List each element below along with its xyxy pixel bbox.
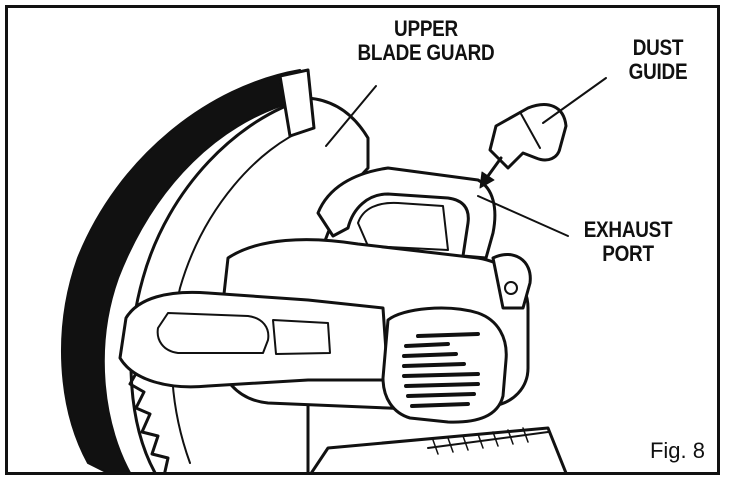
handle-grip-opening — [156, 312, 270, 354]
pivot-bolt — [504, 281, 518, 295]
blade-guard-rim — [61, 69, 309, 472]
install-arrow — [486, 156, 503, 178]
motor-vents — [402, 332, 480, 408]
figure-frame: UPPER BLADE GUARD DUST GUIDE EXHAUST POR… — [5, 5, 720, 475]
miter-scale — [427, 431, 549, 449]
label-dust-line1: DUST — [632, 35, 684, 60]
miter-saw-illustration — [61, 68, 607, 472]
guard-handle-post — [278, 68, 316, 138]
leader-upper-blade-guard — [325, 85, 377, 147]
label-exhaust-line1: EXHAUST — [583, 217, 673, 242]
miter-scale-ticks — [432, 427, 529, 455]
blade-teeth — [124, 356, 170, 472]
label-upper-line1: UPPER — [394, 16, 458, 41]
handle-opening — [357, 201, 449, 251]
figure-caption: Fig. 8 — [649, 438, 705, 463]
label-exhaust-port: EXHAUST PORT — [572, 218, 684, 266]
label-upper-line2: BLADE GUARD — [357, 40, 495, 65]
label-upper-blade-guard: UPPER BLADE GUARD — [340, 17, 512, 65]
dust-guide-seam — [519, 111, 541, 149]
label-dust-line2: GUIDE — [628, 59, 688, 84]
install-arrow-head — [479, 171, 495, 189]
trigger-handle — [118, 290, 390, 389]
handle-grip-opening-2 — [272, 319, 331, 355]
guard-inner-curve — [170, 127, 309, 464]
leader-exhaust-port — [477, 195, 569, 237]
leader-dust-guide — [542, 77, 607, 124]
label-exhaust-line2: PORT — [602, 241, 654, 266]
label-dust-guide: DUST GUIDE — [615, 36, 701, 84]
